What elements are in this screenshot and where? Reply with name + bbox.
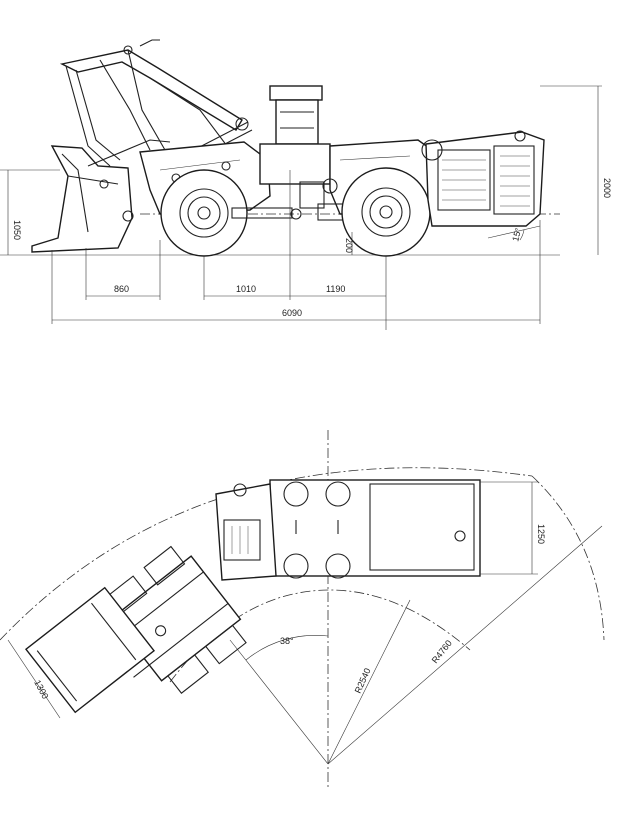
dim-articulation-angle: 38° bbox=[280, 636, 294, 646]
dim-bucket-height: 1050 bbox=[12, 220, 22, 240]
dim-ground-clearance: 200 bbox=[344, 238, 354, 253]
operator-cab bbox=[259, 85, 331, 209]
bucket-top bbox=[24, 586, 156, 714]
front-chassis-top bbox=[215, 483, 277, 581]
dim-front-axle-offset: 1010 bbox=[236, 284, 256, 294]
rear-wheel bbox=[341, 167, 431, 257]
dim-overall-length: 6090 bbox=[282, 308, 302, 318]
dim-departure-angle: 15° bbox=[510, 226, 523, 242]
dim-rear-axle-offset: 1190 bbox=[326, 284, 345, 294]
dim-body-width: 1250 bbox=[536, 524, 546, 544]
engine bbox=[421, 130, 545, 227]
dim-bucket-reach: 860 bbox=[114, 284, 129, 294]
bucket bbox=[31, 139, 171, 253]
front-wheel bbox=[160, 169, 248, 257]
rear-chassis-top bbox=[269, 479, 481, 579]
dim-overall-height: 2000 bbox=[602, 178, 612, 198]
side-view: 2000 1050 860 1010 1190 6090 200 15° bbox=[0, 39, 612, 330]
top-view: 1250 1300 38° R2540 R4760 bbox=[0, 430, 605, 790]
